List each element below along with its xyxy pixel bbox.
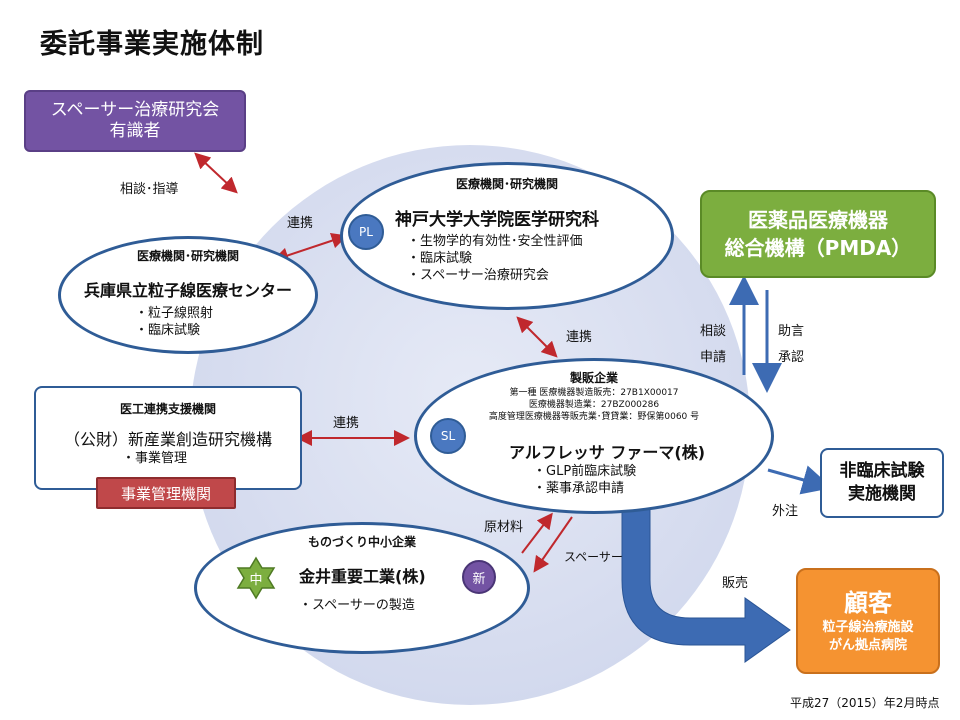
iko-box: 医工連携支援機関 （公財）新産業創造研究機構 ・事業管理	[34, 386, 302, 490]
alfresa-name: アルフレッサ ファーマ(株)	[509, 443, 706, 462]
iko-name: （公財）新産業創造研究機構	[63, 430, 272, 449]
kobe-header: 医療機関･研究機関	[455, 177, 558, 191]
label-shinsei: 申請	[700, 350, 727, 365]
hyogo-item-2: ・臨床試験	[135, 323, 201, 338]
nonclinical-line2: 実施機関	[848, 484, 916, 504]
kobe-item-1: ・生物学的有効性･安全性評価	[407, 234, 583, 249]
customer-line1: 粒子線治療施設	[822, 620, 914, 635]
pmda-line2: 総合機構（PMDA）	[724, 236, 912, 260]
customer-title: 顧客	[844, 589, 892, 617]
hyogo-center-node: 医療機関･研究機関 兵庫県立粒子線医療センター ・粒子線照射 ・臨床試験	[58, 236, 318, 354]
label-renkei-3: 連携	[566, 330, 593, 345]
arrow-sales	[621, 489, 791, 663]
alfresa-reg-3: 高度管理医療機器等販売業･貸貸業：野保第0060 号	[488, 412, 700, 422]
customer-box: 顧客 粒子線治療施設 がん拠点病院	[796, 568, 940, 674]
arrow-materials	[521, 512, 553, 554]
nonclinical-line1: 非臨床試験	[839, 461, 925, 481]
kobe-university-node: 医療機関･研究機関 神戸大学大学院医学研究科 ・生物学的有効性･安全性評価 ・臨…	[340, 162, 674, 310]
arrow-hyogo-kobe	[272, 232, 348, 264]
kobe-name: 神戸大学大学院医学研究科	[395, 210, 599, 230]
nonclinical-box: 非臨床試験 実施機関	[820, 448, 944, 518]
alfresa-node: 製販企業 第一種 医療機器製造販売：27B1X00017 医療機器製造業：27B…	[414, 358, 774, 514]
label-raw-materials: 原材料	[484, 520, 524, 535]
hyogo-name: 兵庫県立粒子線医療センター	[83, 281, 292, 300]
pl-badge: PL	[348, 214, 384, 250]
pmda-line1: 医薬品医療機器	[748, 208, 888, 232]
label-shounin: 承認	[778, 350, 805, 365]
kanai-header: ものづくり中小企業	[307, 535, 416, 549]
label-consult-guide: 相談･指導	[120, 182, 179, 197]
pmda-box: 医薬品医療機器 総合機構（PMDA）	[700, 190, 936, 278]
sme-star-label: 中	[249, 573, 263, 588]
hyogo-item-1: ・粒子線照射	[135, 306, 214, 321]
sme-star-icon	[236, 556, 276, 600]
label-soudan: 相談	[700, 324, 727, 339]
iko-header: 医工連携支援機関	[119, 402, 216, 416]
label-renkei-1: 連携	[287, 216, 314, 231]
arrow-advisors-kobe	[194, 152, 238, 194]
label-spacer: スペーサー	[564, 550, 623, 564]
alfresa-header: 製販企業	[569, 371, 618, 385]
customer-line2: がん拠点病院	[828, 638, 907, 653]
arrow-spacer	[533, 516, 573, 573]
footer-date: 平成27（2015）年2月時点	[790, 696, 940, 710]
label-jogen: 助言	[778, 324, 805, 339]
alfresa-reg-2: 医療機器製造業：27BZ000286	[528, 400, 660, 410]
alfresa-reg-1: 第一種 医療機器製造販売：27B1X00017	[509, 388, 679, 398]
management-org-label: 事業管理機関	[120, 484, 211, 503]
advisors-line1: スペーサー治療研究会	[50, 100, 220, 120]
advisors-box: スペーサー治療研究会 有識者	[24, 90, 246, 152]
alfresa-item-2: ・薬事承認申請	[533, 481, 625, 496]
kobe-item-3: ・スペーサー治療研究会	[407, 268, 549, 283]
page-title: 委託事業実施体制	[40, 29, 264, 60]
label-hanbai: 販売	[722, 576, 749, 591]
advisors-line2: 有識者	[109, 121, 161, 141]
kanai-name: 金井重要工業(株)	[299, 567, 426, 586]
iko-item: ・事業管理	[122, 451, 188, 466]
label-gaichu: 外注	[772, 504, 799, 519]
kanai-node: ものづくり中小企業 金井重要工業(株) ・スペーサーの製造	[194, 522, 530, 654]
alfresa-item-1: ・GLP前臨床試験	[533, 464, 637, 479]
management-org-box: 事業管理機関	[96, 477, 236, 509]
hyogo-header: 医療機関･研究機関	[136, 249, 239, 263]
new-badge: 新	[462, 560, 496, 594]
sl-badge: SL	[430, 418, 466, 454]
label-renkei-2: 連携	[333, 416, 360, 431]
kanai-item: ・スペーサーの製造	[299, 598, 415, 613]
kobe-item-2: ・臨床試験	[407, 251, 473, 266]
arrow-kobe-alfresa	[516, 316, 558, 358]
arrow-outsourcing	[767, 465, 833, 495]
